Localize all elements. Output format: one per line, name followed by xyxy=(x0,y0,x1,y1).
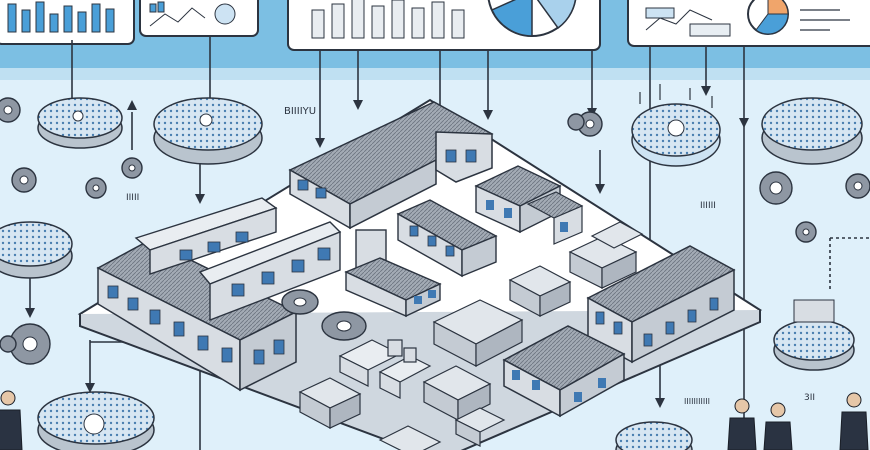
bottom-right-label: 3II xyxy=(804,393,815,403)
crates xyxy=(298,221,644,450)
pie-chart-icon xyxy=(487,0,577,37)
left-dashboard xyxy=(0,0,259,45)
building-small-right-1 xyxy=(474,165,584,245)
data-disk-left-1 xyxy=(37,97,123,149)
business-people xyxy=(0,390,869,450)
data-disk-left-4 xyxy=(37,391,155,450)
bottom-center-label: IIIIIIIIIII xyxy=(684,397,710,406)
mid-left-label: IIIII xyxy=(126,193,139,203)
pie-chart-icon xyxy=(747,0,789,35)
arrow-heads xyxy=(25,86,749,408)
building-tower xyxy=(344,229,442,318)
top-left-label: BIIIIYU xyxy=(284,106,316,117)
data-disk-bottom-right xyxy=(615,421,693,450)
sensor-hub-right xyxy=(631,84,721,167)
building-right-large xyxy=(586,245,736,364)
right-dashboard xyxy=(627,0,870,47)
building-shed-left xyxy=(134,197,342,322)
building-bottom-center xyxy=(502,325,626,418)
building-main-top xyxy=(288,101,494,230)
building-long-left xyxy=(96,239,298,392)
bar-chart-icon xyxy=(311,0,465,39)
bar-chart-icon xyxy=(7,1,115,33)
control-hub-right xyxy=(773,299,855,371)
center-dashboard xyxy=(287,0,601,51)
building-center xyxy=(396,199,498,278)
machinery xyxy=(338,339,432,399)
data-disk-right-1 xyxy=(761,97,863,165)
data-disk-left-3 xyxy=(0,221,73,279)
data-disk-left-2 xyxy=(153,97,263,165)
right-label: IIIIII xyxy=(700,201,716,211)
